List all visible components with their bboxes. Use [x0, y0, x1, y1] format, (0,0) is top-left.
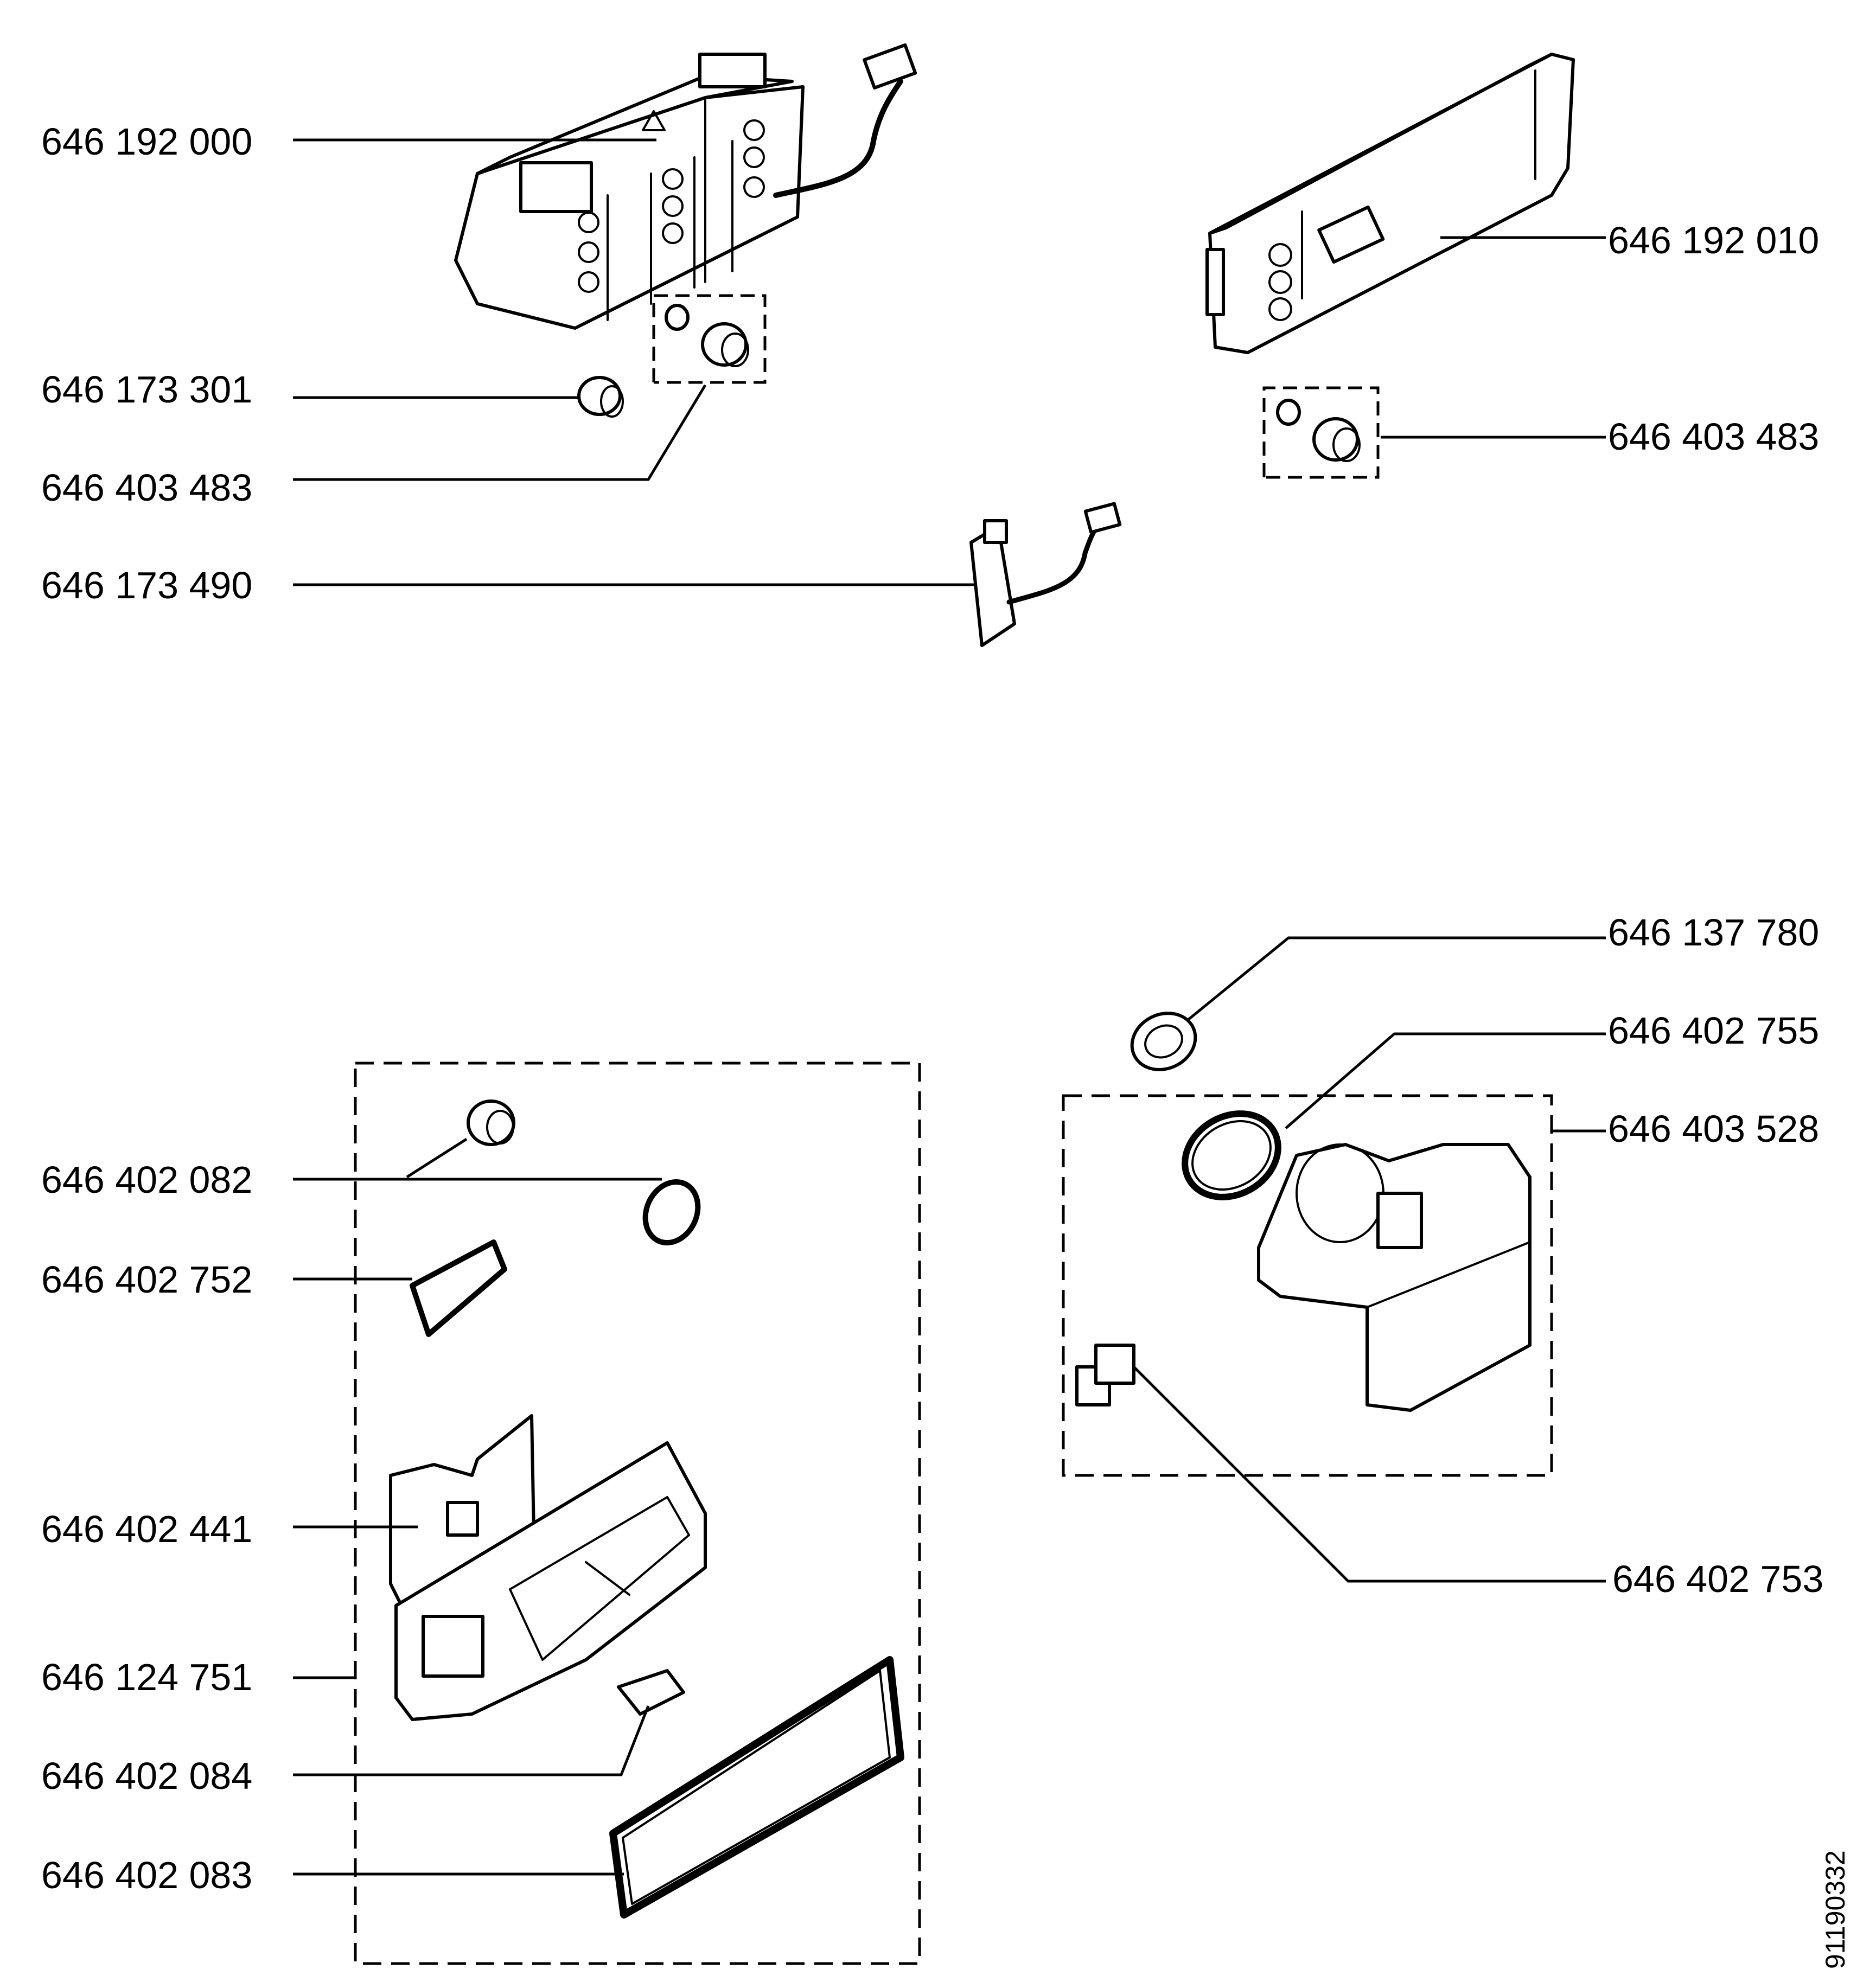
- button-kit-right: [1262, 386, 1380, 479]
- o-ring-646-402-082: [642, 1179, 701, 1246]
- label-646-403-528: 646 403 528: [1608, 1108, 1819, 1150]
- lock-assembly-646-124-751: [354, 1062, 921, 1965]
- label-646-192-000: 646 192 000: [41, 120, 252, 163]
- drawing-number: 91190332: [1820, 1850, 1851, 1969]
- part-labels: 646 192 000 646 173 301 646 403 483 646 …: [41, 120, 1851, 1969]
- label-646-173-301: 646 173 301: [41, 368, 252, 411]
- microswitch-646-402-753: [1075, 1344, 1135, 1406]
- label-646-173-490: 646 173 490: [41, 564, 252, 606]
- label-646-402-752: 646 402 752: [41, 1258, 252, 1301]
- label-646-402-441: 646 402 441: [41, 1508, 252, 1550]
- label-646-124-751: 646 124 751: [41, 1656, 252, 1698]
- label-646-402-753: 646 402 753: [1612, 1558, 1823, 1600]
- lock-body: [394, 1441, 707, 1721]
- rinse-aid-cap-646-137-780: [1130, 1012, 1197, 1071]
- dispenser-assembly-646-403-528: [1062, 1094, 1553, 1477]
- label-646-403-483-left: 646 403 483: [41, 466, 252, 509]
- knob-646-173-301: [577, 376, 624, 418]
- door-switch-646-173-490: [969, 502, 1122, 647]
- seal-ring-646-402-755: [1182, 1110, 1281, 1200]
- button-kit-left: [652, 294, 767, 384]
- control-module-left: [454, 43, 917, 330]
- control-module-right: [1205, 53, 1575, 354]
- nozzle-646-402-082: [467, 1099, 515, 1146]
- label-646-403-483-right: 646 403 483: [1608, 415, 1819, 458]
- label-646-402-083: 646 402 083: [41, 1854, 252, 1896]
- gasket-646-402-083: [609, 1656, 904, 1919]
- label-646-137-780: 646 137 780: [1608, 911, 1819, 954]
- gasket-646-402-752: [410, 1239, 507, 1337]
- label-646-192-010: 646 192 010: [1608, 219, 1819, 261]
- label-646-402-082: 646 402 082: [41, 1159, 252, 1201]
- label-646-402-084: 646 402 084: [41, 1755, 252, 1797]
- label-646-402-755: 646 402 755: [1608, 1009, 1819, 1052]
- latch-646-402-084: [617, 1669, 685, 1716]
- leader-lines: [293, 138, 1606, 1876]
